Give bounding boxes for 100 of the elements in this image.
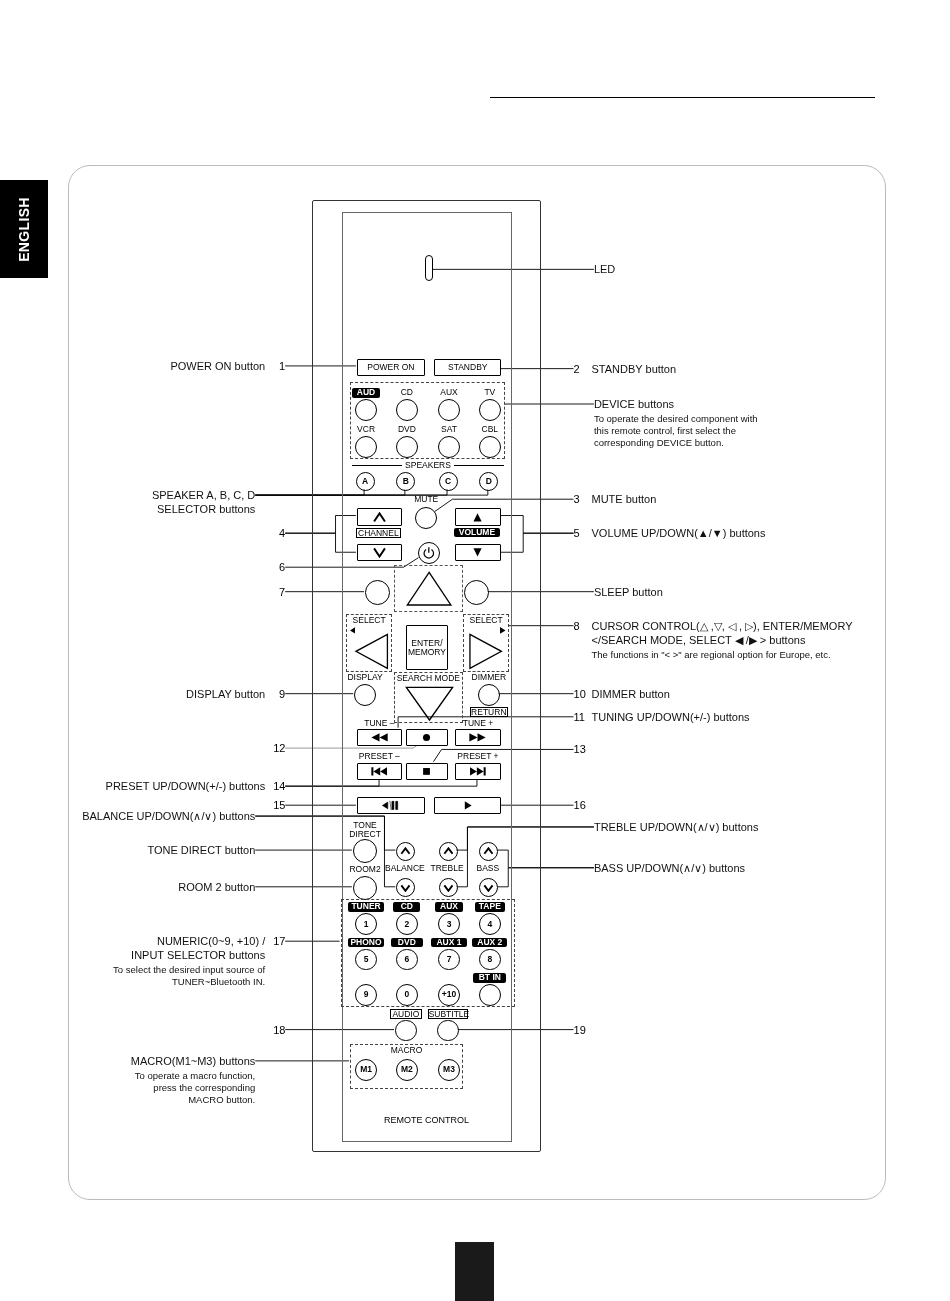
button-label: AUDIO xyxy=(389,1008,423,1019)
input-tag: TUNER xyxy=(347,902,385,912)
remote-button xyxy=(356,796,425,815)
remote-button xyxy=(356,728,402,747)
leader-line xyxy=(254,849,353,851)
callout-text: STANDBY button xyxy=(591,361,677,376)
leader-line xyxy=(433,749,574,763)
remote-button xyxy=(356,508,402,527)
callout-number: 14 xyxy=(273,779,286,794)
button-label: CBL xyxy=(480,425,500,434)
button-label: CHANNEL xyxy=(355,527,401,538)
button-label: PRESET + xyxy=(456,751,500,761)
remote-button: POWER ON xyxy=(356,358,425,377)
tab-label: ENGLISH xyxy=(14,196,33,262)
remote-button xyxy=(405,762,448,781)
callout-text: MUTE button xyxy=(591,492,657,507)
leader-line xyxy=(507,625,574,627)
callout-number: 6 xyxy=(278,560,286,575)
input-tag: TAPE xyxy=(474,902,505,912)
callout-text: ROOM 2 button xyxy=(178,879,256,894)
button-label: BASS xyxy=(475,863,501,873)
button-group-frame xyxy=(393,671,463,724)
button-group-frame xyxy=(340,898,515,1008)
callout-number: 15 xyxy=(273,798,286,813)
callout-text: MACRO(M1~M3) buttons xyxy=(130,1053,256,1068)
button-label: TREBLE xyxy=(429,863,465,873)
callout-number: 1 xyxy=(278,358,286,373)
callout-text: TUNING UP/DOWN(+/-) buttons xyxy=(591,709,750,724)
button-label: TONE DIRECT xyxy=(348,821,382,839)
button-group-frame xyxy=(463,614,510,672)
leader-line xyxy=(503,403,595,405)
button-label: SAT xyxy=(440,425,458,434)
language-tab xyxy=(0,180,48,278)
leader-line xyxy=(496,867,595,888)
leader-line xyxy=(499,532,574,553)
callout-number: 3 xyxy=(573,492,581,507)
remote-button xyxy=(434,796,502,815)
remote-button xyxy=(454,728,502,747)
callout-text: CURSOR CONTROL(△ ,▽, ◁ , ▷), ENTER/MEMORY </SEARCH MODE, SELECT ◀ /▶ > buttons xyxy=(591,618,854,647)
leader-line xyxy=(499,804,574,806)
callout-number: 19 xyxy=(573,1022,586,1037)
button-label: TV xyxy=(483,388,497,397)
button-label: MUTE xyxy=(413,494,440,504)
callout-text: POWER ON button xyxy=(170,358,266,373)
remote-button: ENTER/ MEMORY xyxy=(405,625,448,671)
callout-text: TREBLE UP/DOWN(∧/∨) buttons xyxy=(593,819,759,834)
leader-line xyxy=(284,591,365,593)
callout-text: BASS UP/DOWN(∧/∨) buttons xyxy=(593,860,745,875)
remote-button xyxy=(454,762,502,781)
remote-button xyxy=(356,543,402,562)
callout-text: DISPLAY button xyxy=(186,686,266,701)
callout-text: NUMERIC(0~9, +10) / INPUT SELECTOR buttons xyxy=(130,934,266,963)
leader-line xyxy=(254,489,489,496)
leader-line xyxy=(498,693,574,695)
callout-text: DIMMER button xyxy=(591,686,670,701)
leader-line xyxy=(284,532,357,553)
remote-button xyxy=(454,508,502,527)
button-label: BALANCE xyxy=(384,863,426,873)
remote-button xyxy=(405,728,448,747)
input-tag: DVD xyxy=(390,937,424,948)
button-label: TUNE – xyxy=(363,719,396,728)
callout-text: PRESET UP/DOWN(+/-) buttons xyxy=(105,779,266,794)
group-label: SPEAKERS xyxy=(405,461,451,470)
leader-line xyxy=(284,804,357,806)
button-label: ROOM2 xyxy=(348,864,382,874)
leader-line xyxy=(284,693,354,695)
input-tag: AUD xyxy=(352,388,380,398)
callout-number: 8 xyxy=(573,618,581,633)
input-tag: AUX 2 xyxy=(472,937,508,948)
group-label: SELECT xyxy=(351,616,387,626)
input-tag: BT IN xyxy=(473,973,507,983)
button-label: DISPLAY xyxy=(346,672,384,682)
button-label: DIMMER xyxy=(470,672,508,682)
button-label: DVD xyxy=(396,425,417,434)
callout-text: SPEAKER A, B, C, D SELECTOR buttons xyxy=(150,488,256,517)
leader-line xyxy=(284,557,419,568)
callout-number: 12 xyxy=(273,741,286,756)
button-label: RETURN xyxy=(469,706,508,717)
callout-text: BALANCE UP/DOWN(∧/∨) buttons xyxy=(82,809,256,824)
button-label: TUNE + xyxy=(461,719,495,728)
callout-number: 18 xyxy=(273,1022,286,1037)
callout-number: 10 xyxy=(573,686,586,701)
button-group-frame xyxy=(350,381,506,460)
callout-number: 2 xyxy=(573,361,581,376)
remote-button xyxy=(356,762,402,781)
button-label: PRESET – xyxy=(357,751,401,761)
button-group-frame xyxy=(350,1044,463,1090)
callout-number: 11 xyxy=(573,709,586,724)
callout-number: 16 xyxy=(573,798,586,813)
leader-line xyxy=(456,826,595,888)
group-label: SEARCH MODE xyxy=(395,673,461,683)
input-tag: AUX xyxy=(435,902,463,912)
callout-number: 4 xyxy=(278,526,286,541)
callout-note: To operate the desired component with this remote control, first select the corresponding DEVICE button. xyxy=(593,413,759,449)
input-tag: CD xyxy=(393,902,421,912)
leader-line xyxy=(284,744,418,749)
input-tag: PHONO xyxy=(347,937,385,948)
callout-text: VOLUME UP/DOWN(▲/▼) buttons xyxy=(591,526,766,541)
remote-button xyxy=(454,543,502,562)
callout-text: LED xyxy=(593,262,616,277)
